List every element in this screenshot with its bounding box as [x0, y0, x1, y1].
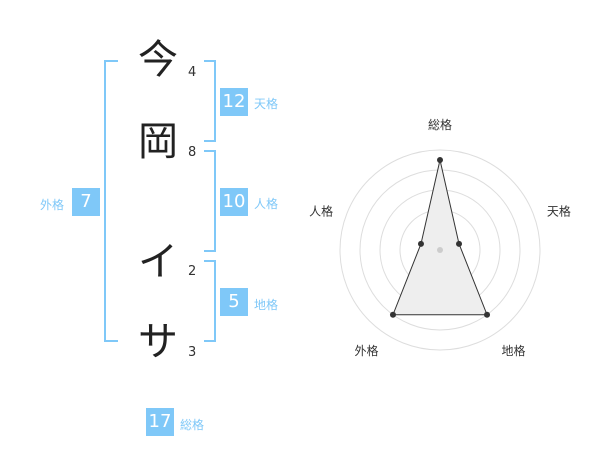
- tenkaku-badge: 12: [220, 88, 248, 116]
- jinkaku-label: 人格: [254, 197, 279, 211]
- soukaku-label: 総格: [180, 418, 205, 432]
- radar-axis-label-0: 総格: [428, 117, 452, 132]
- radar-point-3: [389, 311, 396, 318]
- radar-point-0: [437, 157, 443, 163]
- stroke-count-2: 8: [188, 145, 197, 160]
- radar-axis-label-4: 人格: [309, 203, 333, 218]
- chikaku-bracket: [204, 260, 216, 342]
- radar-ring-5: [339, 149, 541, 351]
- stroke-count-3: 2: [188, 264, 197, 279]
- gaikaku-bracket: [104, 60, 118, 342]
- name-char-4: サ: [138, 319, 178, 365]
- soukaku-badge: 17: [146, 408, 174, 436]
- stroke-count-1: 4: [188, 65, 197, 80]
- chikaku-badge: 5: [220, 288, 248, 316]
- radar-axis-label-1: 天格: [547, 203, 571, 218]
- tenkaku-label: 天格: [254, 97, 279, 111]
- radar-point-4: [417, 240, 424, 247]
- jinkaku-badge: 10: [220, 188, 248, 216]
- name-char-2: 岡: [138, 119, 178, 165]
- stroke-count-4: 3: [188, 345, 197, 360]
- gaikaku-badge: 7: [72, 188, 100, 216]
- radar-points: [389, 157, 491, 318]
- name-char-3: イ: [138, 239, 178, 285]
- radar-point-1: [456, 240, 463, 247]
- chikaku-label: 地格: [254, 298, 279, 312]
- radar-center-dot: [437, 247, 443, 253]
- radar-area: [392, 159, 488, 316]
- radar-axis-label-3: 外格: [355, 343, 379, 358]
- gaikaku-label: 外格: [40, 198, 65, 212]
- radar-axis-label-2: 地格: [501, 343, 525, 358]
- radar-point-2: [484, 311, 491, 318]
- tenkaku-bracket: [204, 60, 216, 142]
- jinkaku-bracket: [204, 150, 216, 252]
- name-char-1: 今: [138, 37, 178, 83]
